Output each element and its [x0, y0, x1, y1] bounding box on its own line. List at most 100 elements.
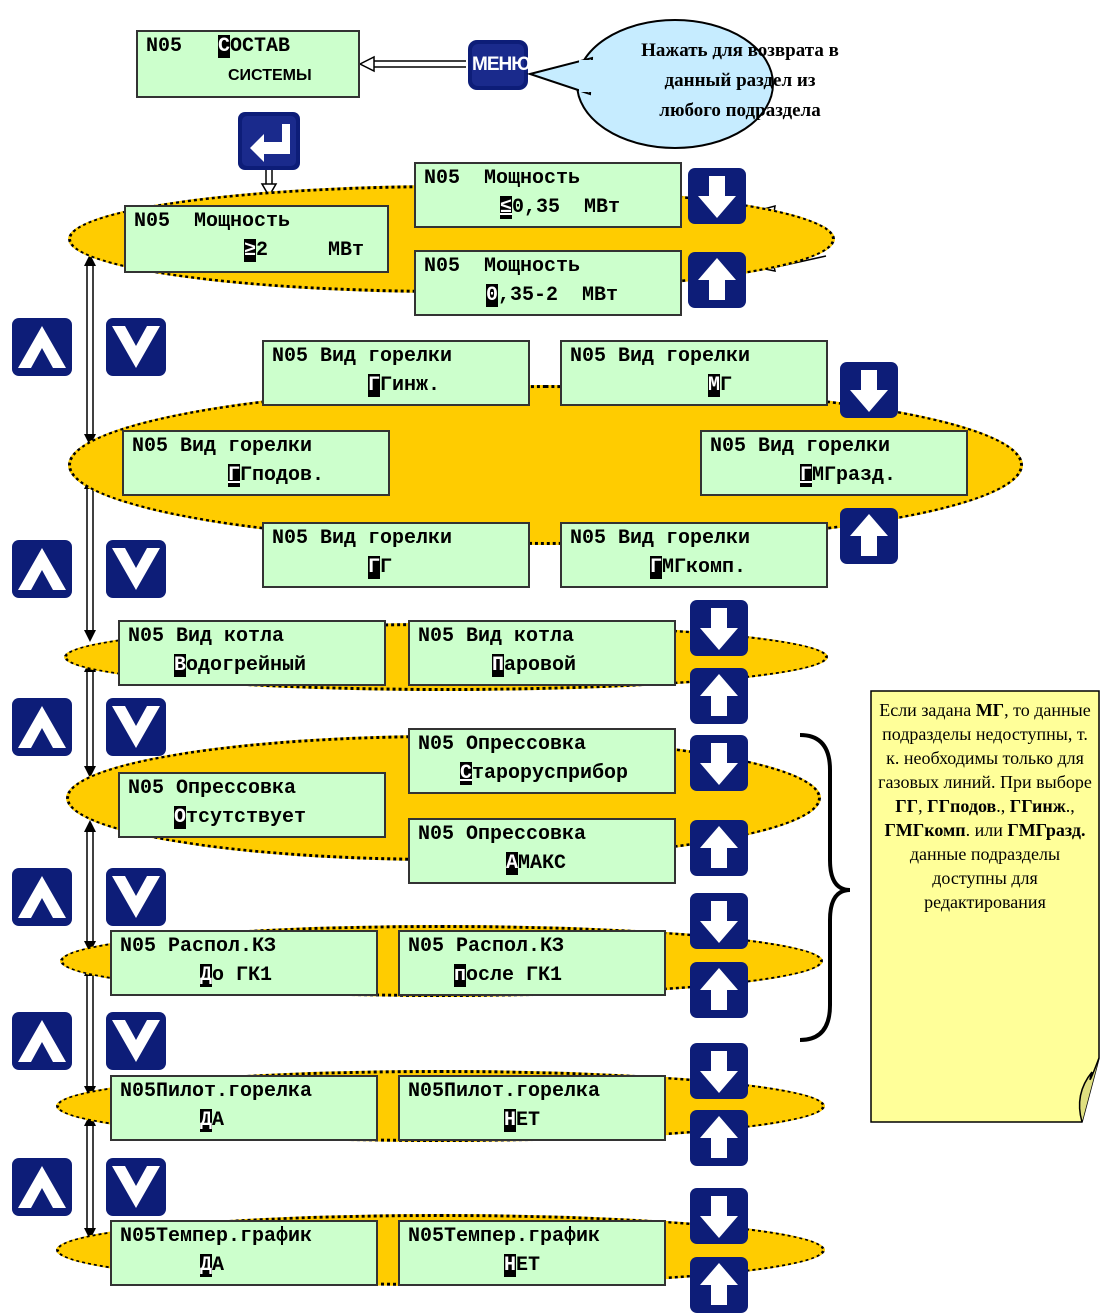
prev-section-button-3[interactable]: [12, 868, 72, 926]
pressure-staro-title: N05 Опрессовка: [418, 733, 587, 756]
boiler-steam-value: аровой: [504, 654, 577, 677]
power-035-2-value: ,35-2 МВт: [498, 284, 619, 307]
scroll-up-button-1[interactable]: [688, 252, 746, 308]
note-t13: данные подразделы доступны для редактиро…: [909, 844, 1061, 912]
chevron-down-icon: [112, 876, 160, 918]
kz-option-before[interactable]: N05 Распол.КЗ До ГК1: [110, 930, 378, 996]
burner-mg-title: N05 Вид горелки: [570, 345, 751, 368]
pressure-option-staro[interactable]: N05 Опрессовка Старорусприбор: [408, 728, 676, 794]
scroll-up-button-3[interactable]: [840, 508, 898, 564]
burner-gg-title: N05 Вид горелки: [272, 527, 453, 550]
power-option-le035[interactable]: N05 Мощность ≤0,35 МВт: [414, 162, 682, 228]
pressure-staro-value: тарорусприбор: [472, 762, 629, 785]
next-section-button-4[interactable]: [106, 1012, 166, 1070]
note-t11: . или: [965, 820, 1008, 840]
next-section-button-3[interactable]: [106, 868, 166, 926]
cursor-char: ≤: [500, 196, 513, 219]
boiler-steam-title: N05 Вид котла: [418, 625, 575, 648]
temp-yes-value: А: [212, 1254, 225, 1277]
scroll-down-button-12[interactable]: [690, 1188, 748, 1244]
menu-key-button[interactable]: МЕНЮ: [468, 40, 531, 90]
chevron-up-icon: [18, 326, 66, 368]
pressure-amaks-value: МАКС: [518, 852, 567, 875]
scroll-up-button-9[interactable]: [690, 962, 748, 1018]
cursor-char: Г: [228, 464, 241, 487]
scroll-up-button-13[interactable]: [690, 1257, 748, 1313]
pilot-no-value: ЕТ: [516, 1109, 541, 1132]
cursor-char: Д: [200, 1254, 213, 1277]
scroll-down-button-4[interactable]: [690, 600, 748, 656]
next-section-button-2[interactable]: [106, 698, 166, 756]
note-t2: МГ: [975, 700, 1005, 720]
note-sticky: [870, 690, 1100, 1123]
pressure-option-none[interactable]: N05 Опрессовка Отсутствует: [118, 772, 386, 838]
note-t9: .,: [1065, 796, 1075, 816]
callout-text: Нажать для возврата в данный раздел из л…: [641, 40, 839, 121]
pressure-amaks-title: N05 Опрессовка: [418, 823, 587, 846]
chevron-down-icon: [112, 326, 160, 368]
pressure-none-title: N05 Опрессовка: [128, 777, 297, 800]
note-t8: ГГинж: [1009, 796, 1066, 816]
next-section-button-1[interactable]: [106, 540, 166, 598]
note-t5: ,: [918, 796, 928, 816]
burner-option-mg[interactable]: N05 Вид горелки МГ: [560, 340, 828, 406]
pilot-option-no[interactable]: N05Пилот.горелка НЕТ: [398, 1075, 666, 1141]
scroll-down-button-10[interactable]: [690, 1043, 748, 1099]
next-section-button-5[interactable]: [106, 1158, 166, 1216]
menu-key-label: МЕНЮ: [472, 44, 531, 86]
scroll-up-button-5[interactable]: [690, 668, 748, 724]
boiler-option-water[interactable]: N05 Вид котла Водогрейный: [118, 620, 386, 686]
scroll-up-button-11[interactable]: [690, 1110, 748, 1166]
prev-section-button-0[interactable]: [12, 318, 72, 376]
temp-yes-title: N05Темпер.график: [120, 1225, 313, 1248]
scroll-down-button-0[interactable]: [688, 168, 746, 224]
scroll-down-button-6[interactable]: [690, 735, 748, 791]
note-t7: .,: [996, 796, 1010, 816]
burner-gginj-title: N05 Вид горелки: [272, 345, 453, 368]
temp-option-no[interactable]: N05Темпер.график НЕТ: [398, 1220, 666, 1286]
burner-option-gmgkomp[interactable]: N05 Вид горелки ГМГкомп.: [560, 522, 828, 588]
arrow-down-icon: [698, 176, 736, 218]
chevron-down-icon: [112, 706, 160, 748]
cursor-char: п: [454, 964, 467, 987]
power-ge2-value: 2 МВт: [256, 239, 365, 262]
enter-key-button[interactable]: [238, 112, 300, 170]
prev-section-button-5[interactable]: [12, 1158, 72, 1216]
burner-option-gginj[interactable]: N05 Вид горелки ГГинж.: [262, 340, 530, 406]
next-section-button-0[interactable]: [106, 318, 166, 376]
burner-option-gmgrazd[interactable]: N05 Вид горелки ГМГразд.: [700, 430, 968, 496]
power-ge2-title: N05 Мощность: [134, 210, 291, 233]
burner-option-ggpodov[interactable]: N05 Вид горелки ГГподов.: [122, 430, 390, 496]
cursor-char: О: [174, 806, 187, 829]
arrow-up-icon: [700, 826, 738, 868]
arrow-up-icon: [700, 1263, 738, 1305]
pressure-option-amaks[interactable]: N05 Опрессовка АМАКС: [408, 818, 676, 884]
arrow-up-icon: [850, 514, 888, 556]
scroll-up-button-7[interactable]: [690, 820, 748, 876]
power-option-ge2[interactable]: N05 Мощность ≥2 МВт: [124, 205, 389, 273]
chevron-up-icon: [18, 1020, 66, 1062]
power-le035-title: N05 Мощность: [424, 167, 581, 190]
cursor-char: Н: [504, 1109, 517, 1132]
arrow-up-icon: [698, 258, 736, 300]
chevron-up-icon: [18, 548, 66, 590]
callout-bubble: [526, 19, 774, 149]
burner-option-gg[interactable]: N05 Вид горелки ГГ: [262, 522, 530, 588]
kz-after-value: осле ГК1: [466, 964, 563, 987]
scroll-down-button-2[interactable]: [840, 362, 898, 418]
prev-section-button-1[interactable]: [12, 540, 72, 598]
note-t1: Если задана: [879, 700, 976, 720]
pilot-option-yes[interactable]: N05Пилот.горелка ДА: [110, 1075, 378, 1141]
boiler-option-steam[interactable]: N05 Вид котла Паровой: [408, 620, 676, 686]
burner-gmgrazd-title: N05 Вид горелки: [710, 435, 891, 458]
boiler-water-title: N05 Вид котла: [128, 625, 285, 648]
prev-section-button-2[interactable]: [12, 698, 72, 756]
scroll-down-button-8[interactable]: [690, 893, 748, 949]
prev-section-button-4[interactable]: [12, 1012, 72, 1070]
kz-before-value: о ГК1: [212, 964, 273, 987]
chevron-down-icon: [112, 1166, 160, 1208]
cursor-char: С: [218, 35, 231, 58]
kz-option-after[interactable]: N05 Распол.КЗ после ГК1: [398, 930, 666, 996]
temp-option-yes[interactable]: N05Темпер.график ДА: [110, 1220, 378, 1286]
power-option-035-2[interactable]: N05 Мощность 0,35-2 МВт: [414, 250, 682, 316]
